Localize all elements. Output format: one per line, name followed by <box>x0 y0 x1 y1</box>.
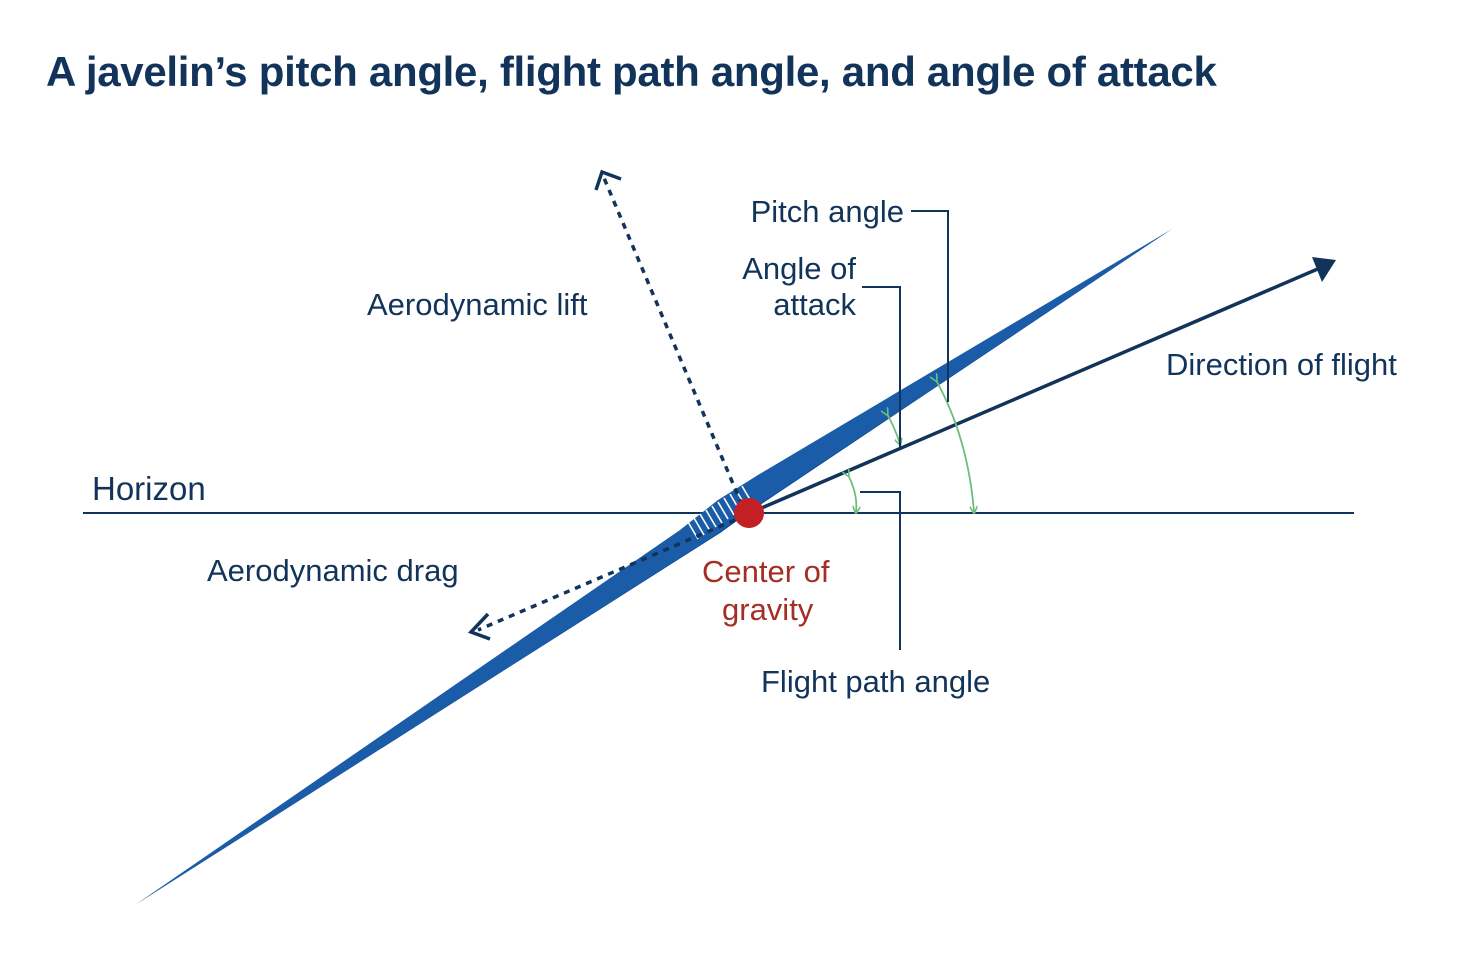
aerodynamic-drag-label: Aerodynamic drag <box>207 553 459 588</box>
center-of-gravity-dot <box>734 498 764 528</box>
center-of-gravity-label-line1: Center of <box>702 554 830 589</box>
aerodynamic-drag-arrow <box>467 518 736 641</box>
direction-of-flight-label: Direction of flight <box>1166 347 1397 382</box>
horizon-label: Horizon <box>92 470 206 507</box>
leader-lines <box>860 210 949 650</box>
flight-path-angle-arc <box>848 475 856 512</box>
javelin-shaft <box>135 229 1172 905</box>
pitch-angle-label: Pitch angle <box>751 194 904 229</box>
angle-of-attack-arc <box>887 414 900 444</box>
angle-of-attack-label-line1: Angle of <box>742 251 856 286</box>
pitch-angle-arc <box>936 380 974 512</box>
angle-of-attack-label-line2: attack <box>773 287 856 322</box>
center-of-gravity-label-line2: gravity <box>722 592 814 627</box>
aerodynamic-lift-arrow <box>594 169 744 506</box>
pitch-angle-leader <box>911 210 949 402</box>
aerodynamic-lift-label: Aerodynamic lift <box>367 287 588 322</box>
diagram-title: A javelin’s pitch angle, flight path ang… <box>46 48 1217 95</box>
angle-of-attack-leader <box>862 286 901 448</box>
flight-path-angle-label: Flight path angle <box>761 664 990 699</box>
flight-path-angle-leader <box>860 491 901 650</box>
